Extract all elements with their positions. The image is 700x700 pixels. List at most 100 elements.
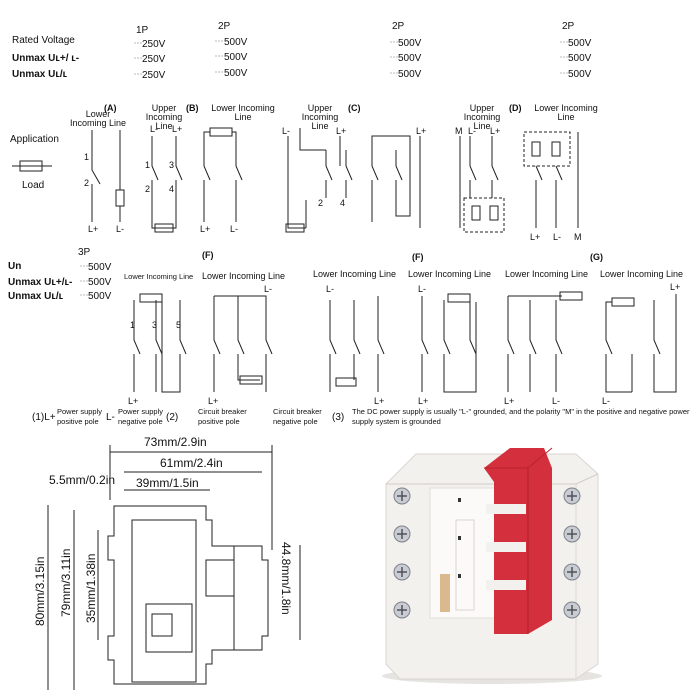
col-2p-a-v2: 500V [224,52,248,63]
legend-2-c: Circuit breaker [273,407,322,416]
col-2p-c-v2: 500V [568,53,592,64]
diagram-b-title2: Lower Incoming Line [211,103,275,122]
term-a-1: 1 [84,152,89,162]
legend-3-num: (3) [332,412,345,423]
term-c-lminus: L- [282,126,290,136]
legend-1-c: Power supply [118,407,164,416]
term-e2-lminus: L- [264,284,272,294]
dim-width-mid: 61mm/2.4in [160,456,223,470]
diagram-g-title: Lower Incoming Line [505,269,589,279]
dim-width-total: 73mm/2.9in [144,435,207,449]
diagram-g-title2: Lower Incoming Line [600,269,684,279]
col-2p-a-v1: 500V [224,37,248,48]
col-1p-header: 1P [136,25,149,36]
col-1p-v1: 250V [142,39,166,50]
term-e-3: 3 [152,320,157,330]
legend-2-a: Circuit breaker [198,407,247,416]
diagram-c-title: Upper Incoming Line [301,103,339,131]
load-label: Load [22,180,45,191]
col-2p-c-header: 2P [562,21,575,32]
term-c2-lplus: L+ [416,126,426,136]
col-2p-c-v3: 500V [568,69,592,80]
dim-width-inner: 39mm/1.5in [136,476,199,490]
term-g-lminus: L- [552,396,560,406]
unmax-l-label: Unmax Uʟ/ʟ [12,69,68,80]
three-p-un-value: 500V [88,262,112,273]
term-g2-lminus: L- [602,396,610,406]
term-f-lplus: L+ [374,396,384,406]
legend-1-num: (1)L+ [32,412,56,423]
product-photo [376,424,608,686]
legend-3-b: supply system is grounded [352,417,441,426]
col-2p-c-v1: 500V [568,38,592,49]
term-b-lminus: L- [150,124,158,134]
three-p-un-label: Un [8,261,22,272]
dim-width-left: 5.5mm/0.2in [49,473,116,487]
diagram-c-tag: (C) [348,103,361,113]
term-b-3: 3 [169,160,174,170]
term-b-1: 1 [145,160,150,170]
term-d2-m: M [574,232,582,242]
load-symbol [19,160,43,172]
term-d2-lplus: L+ [530,232,540,242]
term-a-lminus: L- [116,224,124,234]
term-e-5: 5 [176,320,181,330]
diagram-g-tag: (G) [590,252,603,262]
col-2p-b-v2: 500V [398,53,422,64]
term-f2-lplus: L+ [418,396,428,406]
diagram-b-tag: (B) [186,103,199,113]
legend-1-lminus: L- [106,412,115,423]
diagram-a-title: Lower Incoming Line [69,109,127,128]
three-p-unmax1-label: Unmax Uʟ+/ʟ- [8,277,73,288]
legend-1-a: Power supply [57,407,103,416]
diagram-b-title: Upper Incoming Line [145,103,183,131]
col-2p-a-v3: 500V [224,68,248,79]
diagram-e-title: Lower Incoming Line [124,272,194,281]
diagram-f-title2: Lower Incoming Line [408,269,492,279]
diagram-a-tag: (A) [104,103,117,113]
term-g-lplus: L+ [504,396,514,406]
term-b2-lplus: L+ [200,224,210,234]
term-d-lminus: L- [468,126,476,136]
diagram-d-tag: (D) [509,103,522,113]
term-f-lminus: L- [326,284,334,294]
term-c-lplus: L+ [336,126,346,136]
legend-1-d: negative pole [118,417,163,426]
col-1p-v3: 250V [142,70,166,81]
legend-3-a: The DC power supply is usually "L-" grou… [352,407,690,416]
term-g2-lplus: L+ [670,282,680,292]
three-p-unmax1-value: 500V [88,277,112,288]
diagram-e-title2: Lower Incoming Line [202,271,286,281]
col-2p-a-header: 2P [218,21,231,32]
term-d-m: M [455,126,463,136]
term-f2-lminus: L- [418,284,426,294]
three-p-unmax2-value: 500V [88,291,112,302]
term-b-lplus: L+ [172,124,182,134]
diagram-d-title: Upper Incoming Line [463,103,501,131]
term-d-lplus: L+ [490,126,500,136]
col-2p-b-v1: 500V [398,38,422,49]
breaker-illustration [382,447,602,684]
three-p-header: 3P [78,247,91,258]
col-2p-b-header: 2P [392,21,405,32]
term-c-4: 4 [340,198,345,208]
diagram-e-tag: (F) [202,250,214,260]
term-e2-lplus: L+ [208,396,218,406]
term-a-2: 2 [84,178,89,188]
legend-2-d: negative pole [273,417,318,426]
application-label: Application [10,134,59,145]
three-p-unmax2-label: Unmax Uʟ/ʟ [8,291,64,302]
term-c-2: 2 [318,198,323,208]
term-b-2: 2 [145,184,150,194]
term-a-lplus: L+ [88,224,98,234]
legend-1-b: positive pole [57,417,99,426]
diagram-f-title: Lower Incoming Line [313,269,397,279]
term-e-1: 1 [130,320,135,330]
term-b-4: 4 [169,184,174,194]
legend-2-b: positive pole [198,417,240,426]
wiring-diagrams: 1 2 L+ L- L- L+ 1 3 2 4 L+ L- L- L+ 2 4 … [12,40,680,406]
term-b2-lminus: L- [230,224,238,234]
term-d2-lminus: L- [553,232,561,242]
diagram-f-tag: (F) [412,252,424,262]
